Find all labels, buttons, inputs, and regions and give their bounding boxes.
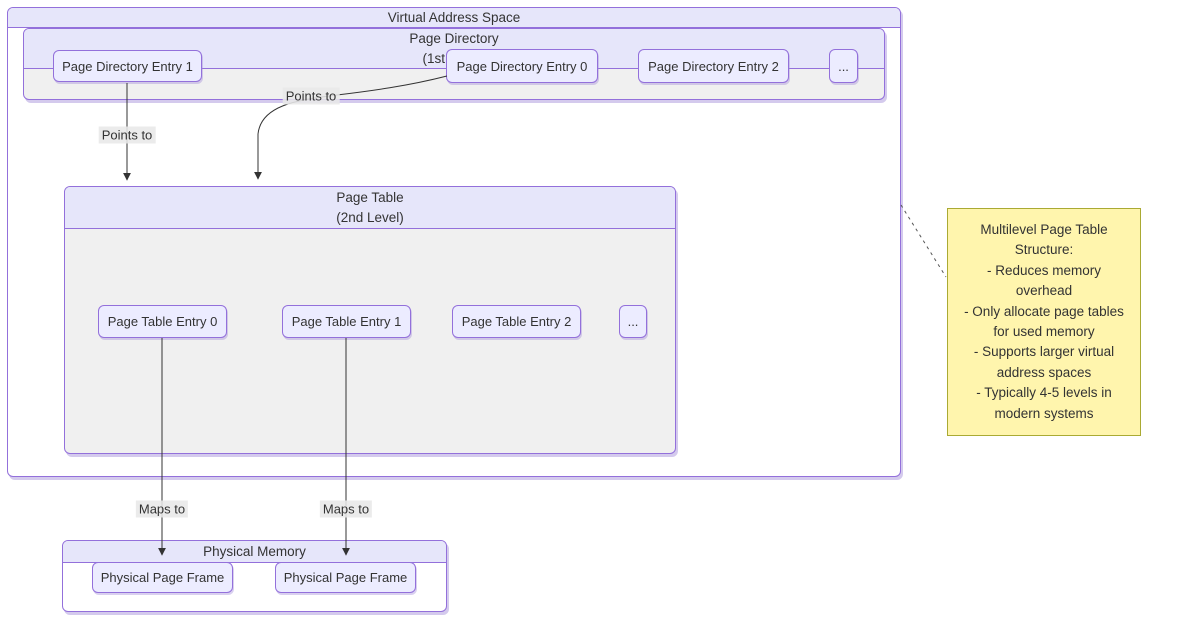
page-table-title: Page Table [336,189,404,205]
note-connector-dashed-line [900,204,947,278]
physical-memory-header: Physical Memory [63,541,446,563]
page-directory-entry-1-node: Page Directory Entry 1 [53,50,202,82]
virtual-address-space-title: Virtual Address Space [387,9,521,25]
page-table-entry-0-node: Page Table Entry 0 [98,305,227,338]
multilevel-note: Multilevel Page Table Structure: - Reduc… [947,208,1141,436]
page-directory-entry-2-node: Page Directory Entry 2 [638,49,789,83]
maps-to-label-2: Maps to [319,500,373,518]
page-table-ellipsis-node: ... [619,305,647,338]
virtual-address-space-header: Virtual Address Space [8,8,900,28]
maps-to-label-1: Maps to [135,500,189,518]
page-table-entry-2-node: Page Table Entry 2 [452,305,581,338]
page-directory-ellipsis-node: ... [829,49,858,83]
page-table-subtitle: (2nd Level) [336,209,404,225]
physical-page-frame-1-node: Physical Page Frame [275,562,416,593]
page-table-entry-1-node: Page Table Entry 1 [282,305,411,338]
page-directory-title: Page Directory [409,30,499,46]
page-table-header: Page Table (2nd Level) [65,187,675,229]
points-to-label-2: Points to [282,87,340,105]
physical-memory-title: Physical Memory [203,543,306,559]
physical-page-frame-0-node: Physical Page Frame [92,562,233,593]
page-directory-entry-0-node: Page Directory Entry 0 [446,49,598,83]
points-to-label-1: Points to [98,126,156,144]
